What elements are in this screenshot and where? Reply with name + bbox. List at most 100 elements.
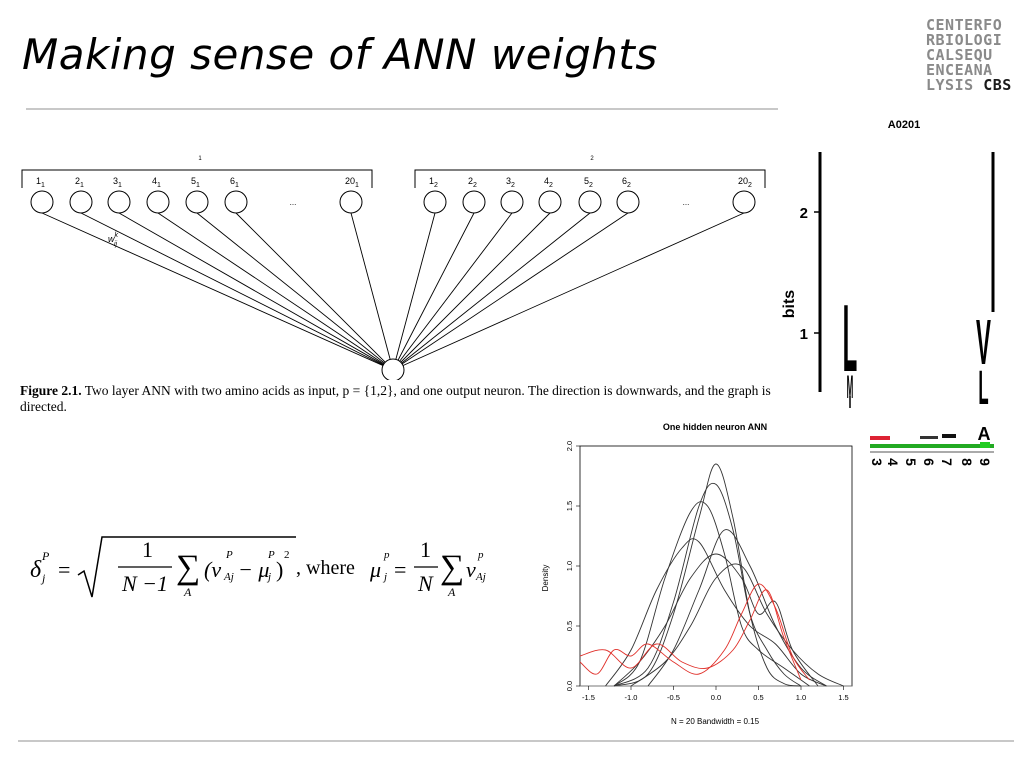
logo-line-last: LYSIS CBS <box>926 78 1011 93</box>
density-plot: One hidden neuron ANN Density N = 20 Ban… <box>541 422 853 726</box>
logo-line: ENCEANA <box>926 61 993 79</box>
x-tick-label: -1.0 <box>625 693 638 702</box>
title-divider <box>26 108 778 110</box>
network-edge <box>392 212 745 371</box>
input-neuron <box>423 190 447 214</box>
network-edge <box>41 212 394 371</box>
formula-sum-index-2: A <box>448 585 456 599</box>
network-edge <box>235 212 394 371</box>
formula-mu2: μ <box>370 557 382 582</box>
formula-equals-2: = <box>394 557 407 582</box>
input-neuron-label: 11 <box>36 176 45 189</box>
network-edge <box>80 212 394 371</box>
figure-caption-label: Figure 2.1. <box>20 383 82 398</box>
seq-logo-position-label: 7 <box>939 458 955 466</box>
logo-line: CALSEQU <box>926 46 993 64</box>
x-tick-label: 0.0 <box>711 693 721 702</box>
seq-logo-position-label: 5 <box>903 458 919 466</box>
input-neuron <box>462 190 486 214</box>
formula-delta-sup: P <box>42 549 50 563</box>
input-neuron <box>107 190 131 214</box>
x-tick-label: -1.5 <box>582 693 595 702</box>
formula-n-minus-1: N −1 <box>122 571 169 596</box>
y-tick-label: 1.5 <box>565 501 574 511</box>
input-neuron <box>616 190 640 214</box>
bracket-label: 1 <box>198 156 202 162</box>
formula-term: (v <box>204 557 222 582</box>
network-edge <box>392 212 475 371</box>
seq-logo-letter-V: V <box>976 308 991 379</box>
formula-sum-index: A <box>184 585 192 599</box>
input-neuron-label: 51 <box>191 176 200 189</box>
input-neuron <box>538 190 562 214</box>
cbs-logo: CENTERFO RBIOLOGI CALSEQU ENCEANA LYSIS … <box>926 16 1011 93</box>
input-neuron-label: 21 <box>75 176 84 189</box>
input-neuron-label: 201 <box>345 176 359 189</box>
figure-caption-text: Two layer ANN with two amino acids as in… <box>20 383 771 414</box>
seq-logo-small-letters <box>870 444 994 448</box>
seq-logo-position-label: 9 <box>977 458 993 466</box>
input-neuron-label: 42 <box>544 176 553 189</box>
formula-mu-sup: P <box>268 549 275 561</box>
network-edge <box>392 212 436 371</box>
seq-logo-title: A0201 <box>888 119 920 131</box>
formula-term-close: ) <box>276 557 284 582</box>
input-neuron-label: 202 <box>738 176 752 189</box>
input-neuron-label: 62 <box>622 176 631 189</box>
seq-logo-small-letters <box>870 436 890 440</box>
network-edge <box>350 212 394 371</box>
input-group-bracket <box>21 169 373 188</box>
formula-mu2-sub: j <box>384 571 388 583</box>
x-tick-label: 1.0 <box>796 693 806 702</box>
ellipsis: ... <box>683 198 690 207</box>
output-neuron <box>381 358 405 380</box>
input-neuron-label: 41 <box>152 176 161 189</box>
input-neuron <box>69 190 93 214</box>
seq-logo-position-label: 8 <box>959 458 975 466</box>
fraction-bar <box>414 566 438 568</box>
formula-where: , where <box>296 557 355 579</box>
density-series-line <box>579 583 810 681</box>
formula-sum: ∑ <box>176 549 201 586</box>
seq-logo-letter-L9: L <box>978 360 988 415</box>
input-neuron <box>500 190 524 214</box>
seq-logo-small-letters <box>980 442 990 448</box>
input-neuron-label: 12 <box>429 176 438 189</box>
x-tick-label: -0.5 <box>667 693 680 702</box>
formula-mu-sub: j <box>268 571 272 583</box>
density-series-line <box>579 589 802 681</box>
input-neuron-label: 31 <box>113 176 122 189</box>
seq-logo-small-letters <box>942 434 956 438</box>
std-dev-formula: δ P j = 1 N −1 ∑ A (v P Aj − μ P j ) 2 ,… <box>30 535 486 605</box>
network-edge <box>392 212 591 371</box>
logo-cbs: CBS <box>983 76 1012 94</box>
formula-sum-2: ∑ <box>440 549 465 586</box>
input-neuron <box>146 190 170 214</box>
density-series-line <box>613 463 802 687</box>
y-tick-label: 0.0 <box>565 681 574 691</box>
formula-v: v <box>466 557 476 582</box>
seq-logo-position-label: 3 <box>869 458 885 466</box>
formula-one-2: 1 <box>420 537 431 562</box>
seq-logo-ytick-label: 1 <box>800 326 808 343</box>
input-neuron <box>224 190 248 214</box>
network-edge <box>392 212 551 371</box>
y-tick-label: 0.5 <box>565 621 574 631</box>
network-edge <box>392 212 629 371</box>
formula-term-sup: P <box>226 549 233 561</box>
formula-one: 1 <box>142 537 153 562</box>
y-tick-label: 2.0 <box>565 441 574 451</box>
seq-logo-letter-L: L <box>843 285 858 392</box>
seq-logo-position-label: 4 <box>885 458 901 466</box>
input-neuron <box>30 190 54 214</box>
formula-n: N <box>418 571 433 596</box>
logo-line: CENTERFO <box>926 16 1003 34</box>
formula-square: 2 <box>284 549 290 561</box>
logo-line: RBIOLOGI <box>926 31 1003 49</box>
x-tick-label: 0.5 <box>753 693 763 702</box>
network-edge <box>196 212 394 371</box>
